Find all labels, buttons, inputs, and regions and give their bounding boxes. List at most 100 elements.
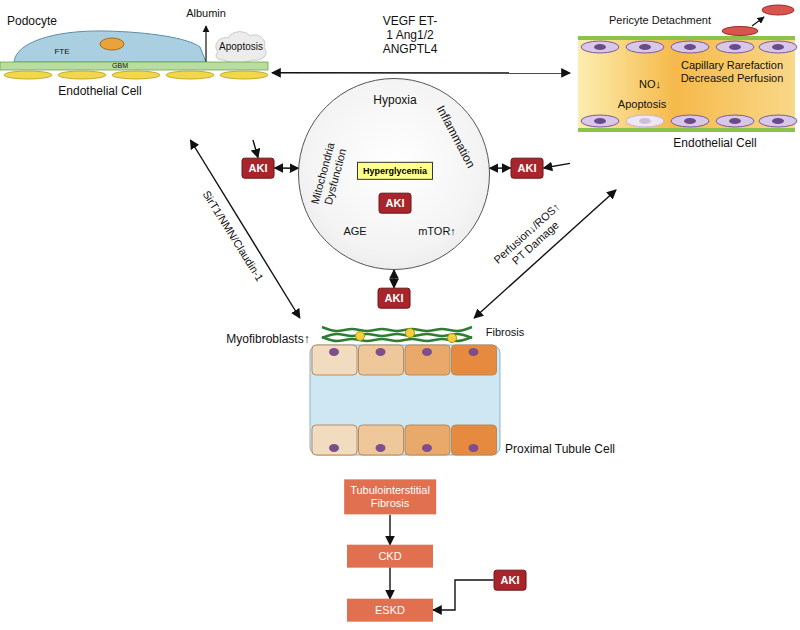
stage-box: Tubulointerstitial Fibrosis — [344, 479, 436, 514]
illustration-shape — [376, 444, 386, 452]
illustration-shape — [452, 345, 497, 375]
illustration-shape — [578, 128, 795, 132]
figure-label: FTE — [54, 47, 69, 56]
box-label: CKD — [378, 550, 401, 563]
connector-arrow — [490, 167, 511, 169]
illustration-shape — [329, 348, 339, 356]
illustration-shape — [578, 40, 795, 128]
glomerulus-panel: PodocyteFTEAlbuminApoptosisGBMEndothelia… — [0, 0, 272, 140]
illustration-shape — [716, 41, 754, 53]
illustration-shape — [422, 444, 432, 452]
illustration-shape — [581, 41, 619, 53]
illustration-shape — [356, 332, 365, 341]
aki-box: AKI — [494, 570, 527, 591]
figure-label: Endothelial Cell — [58, 85, 141, 99]
box-label: AKI — [249, 162, 268, 175]
illustration-shape — [671, 41, 709, 53]
illustration-shape — [405, 345, 450, 375]
illustration-shape — [581, 115, 619, 127]
edge-label: Perfusion↓/ROS↑ PT Damage — [483, 193, 579, 283]
box-label: AKI — [386, 197, 405, 210]
illustration-shape — [405, 425, 450, 455]
aki-box: AKI — [379, 193, 412, 214]
illustration-shape — [716, 115, 754, 127]
figure-label: Endothelial Cell — [673, 137, 756, 151]
illustration-shape — [626, 41, 664, 53]
illustration-shape — [752, 17, 764, 26]
illustration-shape — [639, 118, 651, 124]
illustration-shape — [359, 425, 404, 455]
figure-label: Mitochondria Dysfunction — [309, 141, 350, 208]
illustration-shape — [310, 345, 500, 455]
illustration-shape — [100, 38, 124, 50]
box-label: Hyperglycemia — [363, 166, 427, 176]
tubule-panel: FibrosisMyofibroblasts↑Proximal Tubule C… — [215, 318, 635, 468]
aki-box: AKI — [511, 158, 544, 179]
figure-label: Apoptosis — [618, 98, 666, 111]
connector-arrow — [433, 580, 494, 610]
connector-arrow — [474, 190, 616, 318]
figure-label: Myofibroblasts↑ — [226, 333, 309, 347]
figure-label: Pericyte Detachment — [609, 14, 711, 27]
illustration-shape — [581, 41, 797, 127]
illustration-shape — [406, 329, 415, 338]
illustration-shape — [671, 115, 709, 127]
illustration-shape — [759, 41, 797, 53]
illustration-shape — [772, 118, 784, 124]
illustration-shape — [58, 71, 106, 79]
illustration-shape — [729, 118, 741, 124]
figure-label: Inflammation — [433, 103, 477, 170]
figure-label: mTOR↑ — [418, 225, 456, 238]
illustration-shape — [578, 36, 795, 40]
figure-label: Albumin — [186, 7, 226, 20]
illustration-shape — [626, 115, 664, 127]
box-label: ESKD — [375, 604, 405, 617]
box-label: AKI — [518, 162, 537, 175]
connector-arrow — [274, 167, 298, 169]
illustration-shape — [312, 425, 357, 455]
illustration-shape — [684, 44, 696, 50]
connector-arrow — [272, 72, 570, 74]
figure-label: Podocyte — [7, 15, 57, 29]
illustration-shape — [112, 71, 160, 79]
illustration-shape — [4, 71, 268, 79]
illustration-shape — [469, 348, 479, 356]
illustration-shape — [772, 44, 784, 50]
illustration-shape — [594, 44, 606, 50]
illustration-shape — [312, 345, 497, 455]
connector-arrow — [253, 140, 258, 158]
illustration-shape — [4, 71, 52, 79]
box-label: Tubulointerstitial Fibrosis — [350, 484, 430, 509]
box-label: AKI — [385, 292, 404, 305]
aki-box: AKI — [378, 288, 411, 309]
illustration-shape — [594, 118, 606, 124]
illustration-shape — [0, 62, 268, 70]
illustration-shape — [220, 71, 268, 79]
illustration-shape — [14, 31, 206, 62]
figure-label: Hypoxia — [373, 94, 416, 108]
proximal-tubule — [310, 327, 500, 455]
figure-label: Proximal Tubule Cell — [505, 443, 615, 457]
capillary-panel: Pericyte DetachmentCapillary Rarefaction… — [570, 0, 800, 190]
figure-label: NO↓ — [639, 78, 661, 91]
illustration-shape — [729, 44, 741, 50]
connector-arrow — [190, 140, 299, 318]
illustration-shape — [452, 425, 497, 455]
connector-arrow — [543, 163, 570, 168]
hyperglycemia-box: Hyperglycemia — [357, 162, 433, 180]
box-label: AKI — [501, 574, 520, 587]
mechanism-circle: HypoxiaInflammationmTOR↑AGEMitochondria … — [298, 78, 490, 270]
figure-label: GBM — [112, 62, 128, 70]
illustration-shape — [166, 71, 214, 79]
illustration-shape — [205, 26, 206, 62]
illustration-shape — [322, 327, 472, 331]
illustration-shape — [639, 44, 651, 50]
connector-arrow — [389, 515, 390, 545]
illustration-shape — [356, 329, 457, 343]
edge-label: VEGF ET-1 Ang1/2 ANGPTL4 — [381, 14, 440, 57]
illustration-shape — [762, 5, 794, 15]
stage-box: ESKD — [347, 599, 433, 622]
illustration-shape — [312, 345, 357, 375]
illustration-shape — [684, 118, 696, 124]
